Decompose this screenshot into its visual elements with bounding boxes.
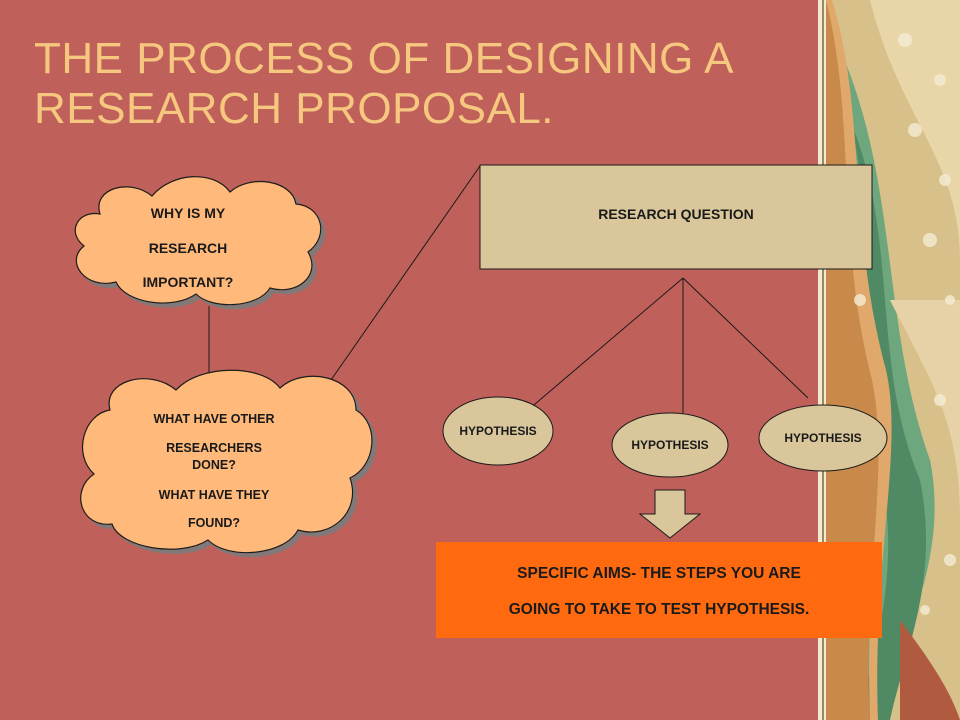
- down-arrow-icon: [638, 489, 702, 539]
- cloud-others-line-5: FOUND?: [187, 516, 241, 530]
- hypothesis-label-2: HYPOTHESIS: [631, 438, 709, 452]
- slide-title: THE PROCESS OF DESIGNING A RESEARCH PROP…: [34, 34, 732, 133]
- cloud-others-line-2: RESEARCHERS: [166, 441, 262, 455]
- cloud-importance: [74, 176, 322, 306]
- hypothesis-label-3: HYPOTHESIS: [784, 431, 862, 445]
- hypothesis-ellipse-2: [611, 412, 729, 478]
- cloud-importance-line-1: WHY IS MY: [150, 205, 226, 221]
- connector-cloud-to-question: [330, 165, 481, 381]
- connector-question-hypothesis-3: [682, 277, 809, 399]
- research-question-label: RESEARCH QUESTION: [598, 206, 754, 222]
- research-question-box: [479, 164, 873, 270]
- cloud-others-line-4: WHAT HAVE THEY: [158, 488, 270, 502]
- hypothesis-ellipse-1: [442, 396, 554, 466]
- cloud-others-line-3: DONE?: [192, 458, 236, 472]
- cloud-importance-line-3: IMPORTANT?: [142, 274, 234, 290]
- cloud-other-researchers: [80, 369, 373, 554]
- cloud-others-line-1: WHAT HAVE OTHER: [153, 412, 275, 426]
- specific-aims-line-1: SPECIFIC AIMS- THE STEPS YOU ARE: [517, 565, 801, 582]
- connector-question-hypothesis-1: [527, 277, 684, 411]
- hypothesis-ellipse-3: [758, 404, 888, 472]
- specific-aims-line-2: GOING TO TAKE TO TEST HYPOTHESIS.: [508, 601, 810, 618]
- hypothesis-label-1: HYPOTHESIS: [459, 424, 537, 438]
- specific-aims-box: SPECIFIC AIMS- THE STEPS YOU ARE GOING T…: [436, 542, 882, 638]
- cloud-importance-line-2: RESEARCH: [148, 240, 228, 256]
